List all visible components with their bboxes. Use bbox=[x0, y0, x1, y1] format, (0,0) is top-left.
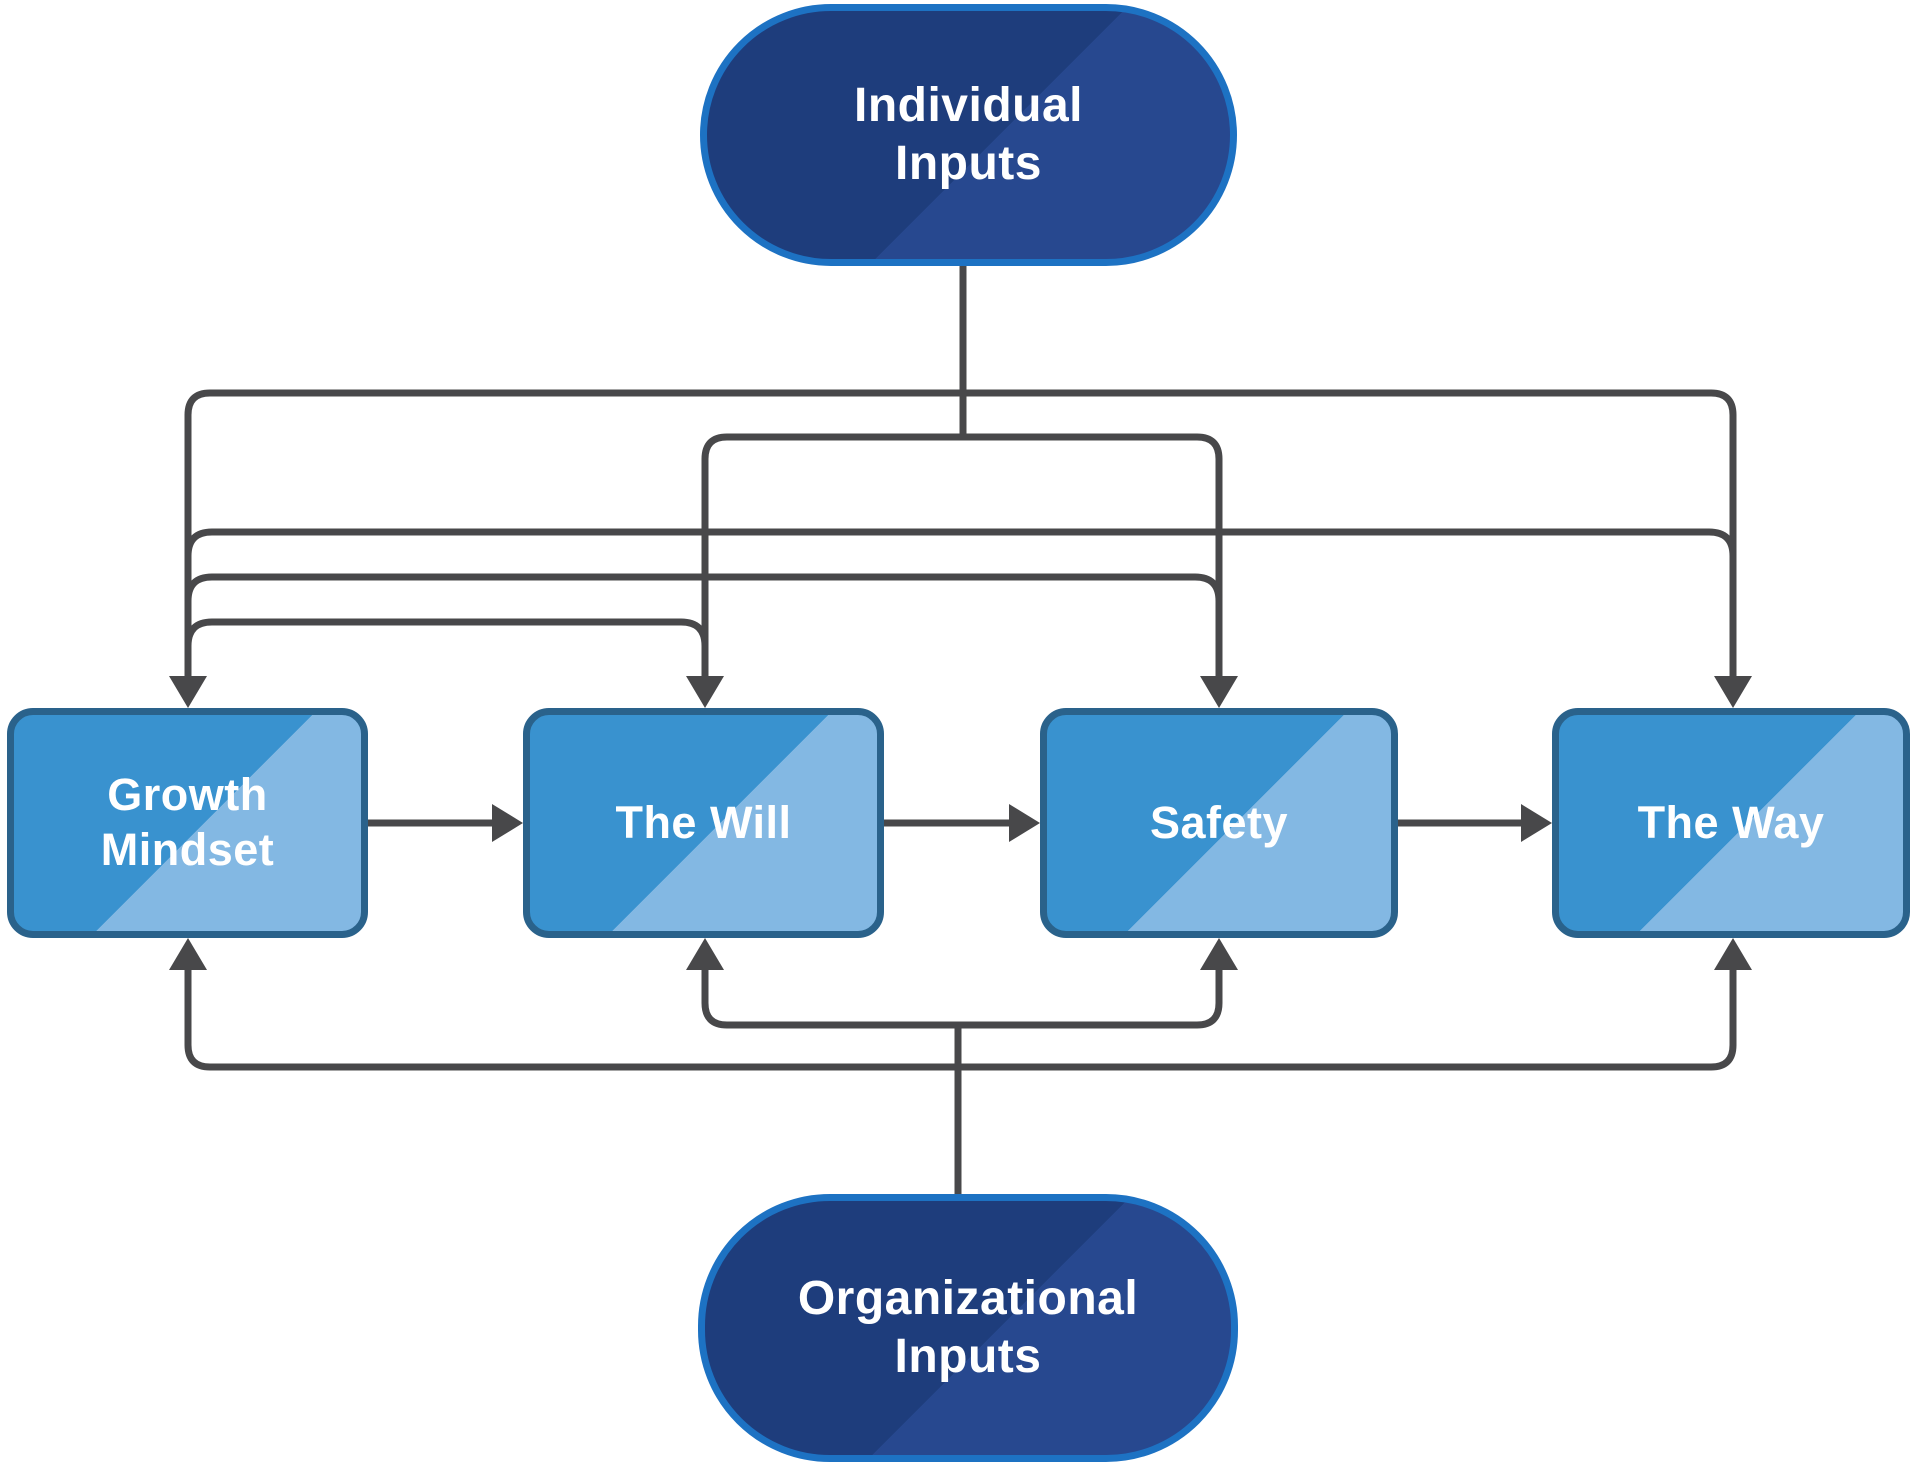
node-organizational-inputs-label: Organizational Inputs bbox=[798, 1270, 1138, 1385]
node-organizational-inputs: Organizational Inputs bbox=[698, 1194, 1238, 1462]
arrowhead-up-into-the-way-icon bbox=[1714, 938, 1752, 970]
label-line: The Will bbox=[615, 796, 792, 848]
label-line: Safety bbox=[1149, 796, 1289, 848]
arrowhead-down-into-the-will-icon bbox=[686, 676, 724, 708]
node-safety-label: Safety bbox=[1150, 796, 1288, 851]
node-growth-mindset: Growth Mindset bbox=[7, 708, 368, 938]
label-line: Growth bbox=[107, 769, 268, 821]
node-growth-mindset-label: Growth Mindset bbox=[101, 768, 275, 878]
label-line: The Way bbox=[1637, 796, 1825, 848]
label-line: Inputs bbox=[894, 1330, 1042, 1383]
node-safety: Safety bbox=[1040, 708, 1398, 938]
label-line: Organizational bbox=[797, 1272, 1139, 1326]
edge-organizational-to-will-and-safety bbox=[701, 950, 1223, 1029]
buslink-growth-to-will bbox=[184, 618, 709, 647]
arrowhead-up-into-safety-icon bbox=[1200, 938, 1238, 970]
arrowhead-down-into-growth-mindset-icon bbox=[169, 676, 207, 708]
arrowhead-down-into-safety-icon bbox=[1200, 676, 1238, 708]
arrowhead-right-into-the-way-icon bbox=[1521, 804, 1552, 842]
edge-individual-to-growth-and-way bbox=[184, 389, 1737, 692]
node-individual-inputs: Individual Inputs bbox=[700, 4, 1237, 266]
arrowhead-up-into-growth-mindset-icon bbox=[169, 938, 207, 970]
arrowhead-right-into-the-will-icon bbox=[492, 804, 523, 842]
node-the-will-label: The Will bbox=[615, 796, 791, 851]
node-individual-inputs-label: Individual Inputs bbox=[854, 77, 1083, 192]
label-line: Mindset bbox=[100, 824, 275, 875]
label-line: Individual bbox=[853, 79, 1083, 133]
label-line: Inputs bbox=[895, 137, 1042, 190]
node-the-will: The Will bbox=[523, 708, 884, 938]
edge-individual-to-will-and-safety bbox=[701, 433, 1223, 692]
arrowhead-up-into-the-will-icon bbox=[686, 938, 724, 970]
buslink-growth-to-way bbox=[184, 528, 1737, 557]
arrowhead-down-into-the-way-icon bbox=[1714, 676, 1752, 708]
node-the-way-label: The Way bbox=[1638, 796, 1825, 851]
arrowhead-right-into-safety-icon bbox=[1009, 804, 1040, 842]
buslink-growth-to-safety bbox=[184, 573, 1223, 602]
node-the-way: The Way bbox=[1552, 708, 1910, 938]
